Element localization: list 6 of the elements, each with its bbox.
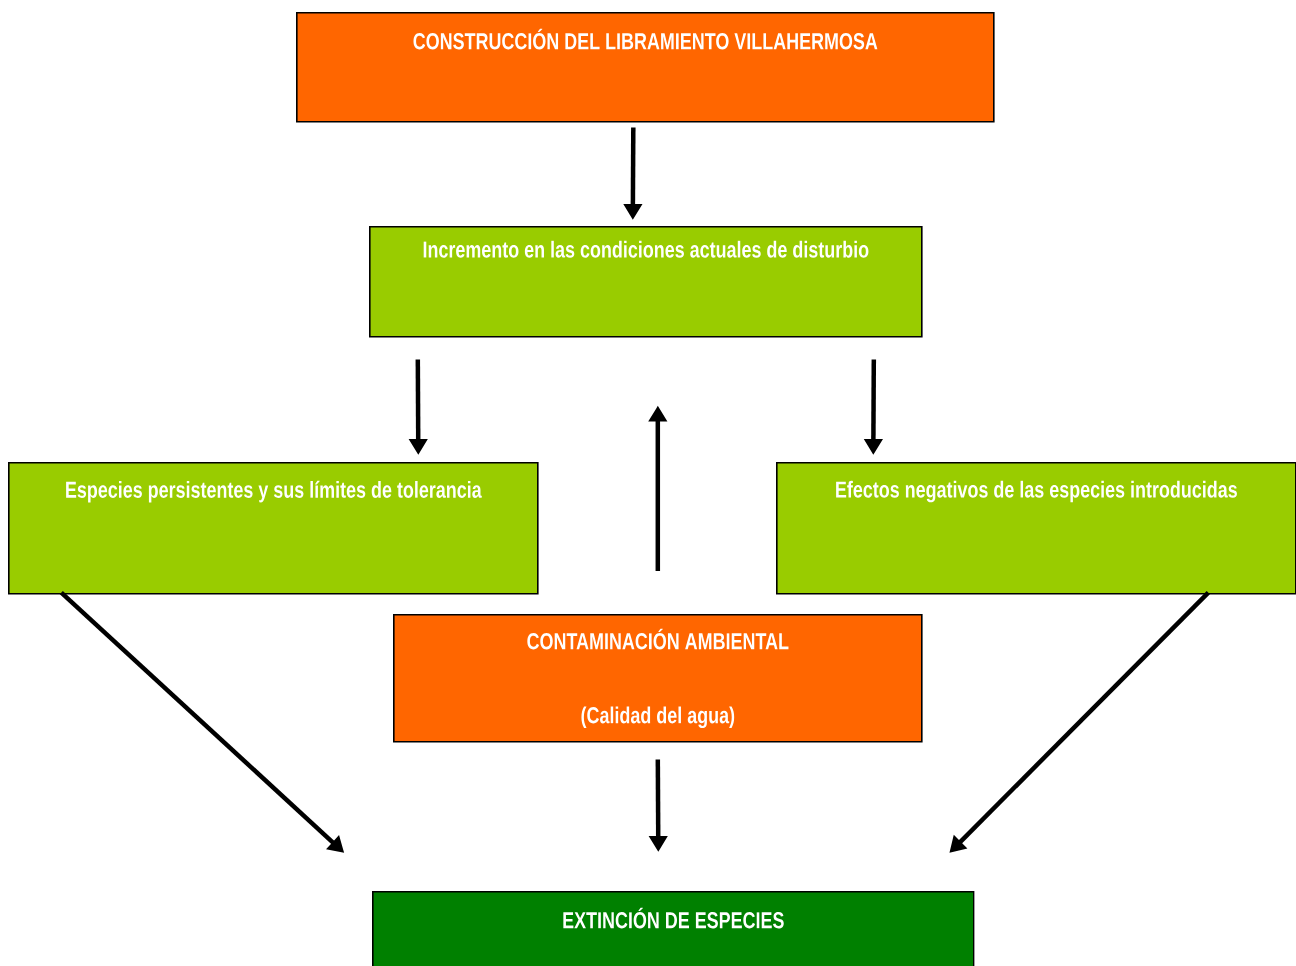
process-box: Efectos negativos de las especies introducidas <box>776 462 1296 595</box>
process-box: CONSTRUCCIÓN DEL LIBRAMIENTO VILLAHERMOSA <box>296 12 995 123</box>
process-box: Incremento en las condiciones actuales de disturbio <box>369 226 923 338</box>
process-box: EXTINCIÓN DE ESPECIES <box>372 891 975 966</box>
process-box: Especies persistentes y sus límites de tolerancia <box>8 462 539 595</box>
process-box: CONTAMINACIÓN AMBIENTAL (Calidad del agua) <box>393 614 923 743</box>
